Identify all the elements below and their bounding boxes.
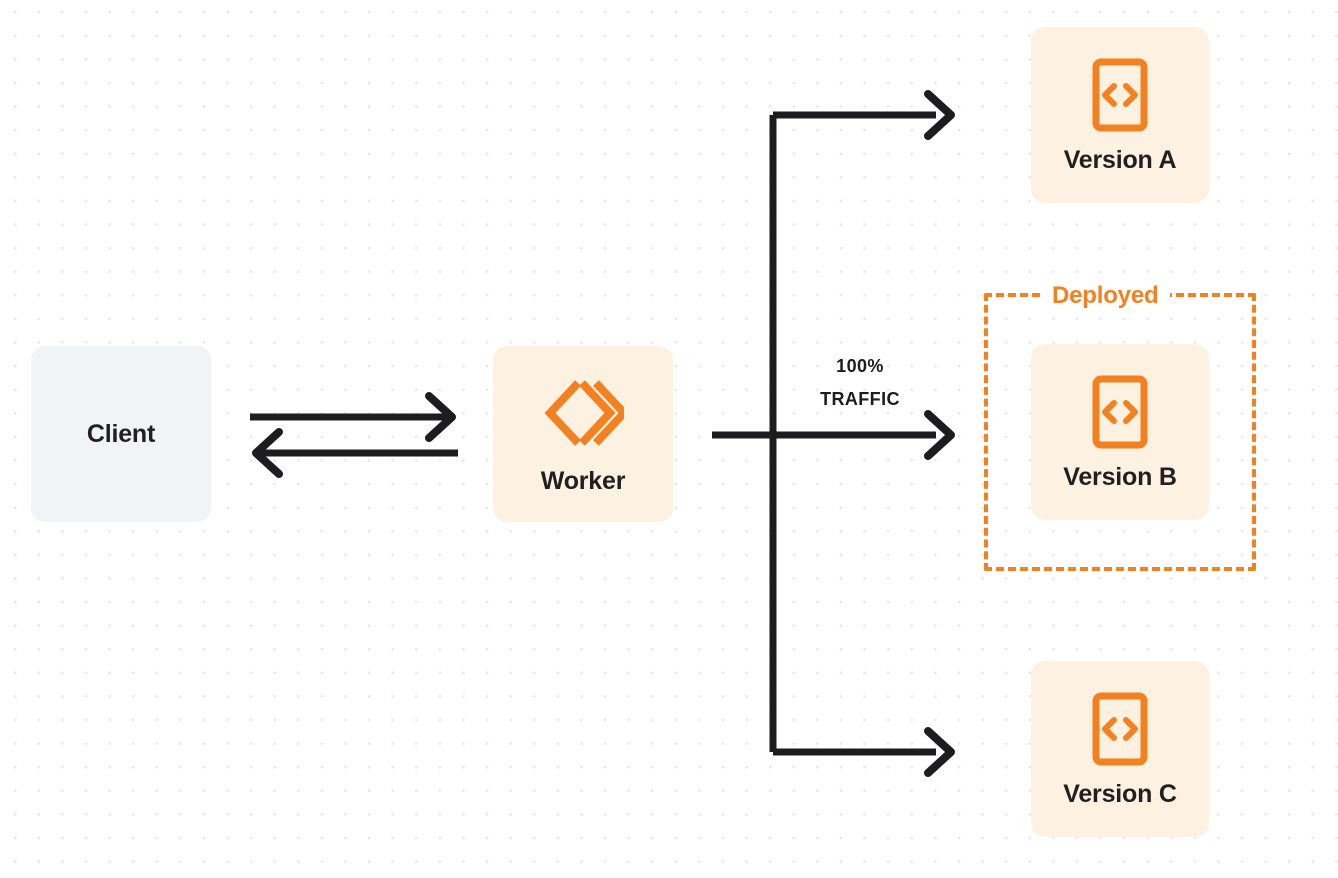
edge-worker-to-version-b	[924, 410, 955, 460]
version-b-label: Version B	[1063, 462, 1177, 491]
code-document-icon	[1092, 375, 1148, 449]
node-version-a[interactable]: Version A	[1031, 27, 1209, 203]
traffic-unit: TRAFFIC	[820, 389, 900, 409]
edge-worker-to-version-a	[773, 90, 955, 140]
traffic-annotation: 100% TRAFFIC	[790, 350, 930, 416]
cloudflare-workers-icon	[542, 375, 624, 451]
traffic-percent: 100%	[836, 356, 884, 376]
code-document-icon	[1092, 692, 1148, 766]
node-version-c[interactable]: Version C	[1031, 661, 1209, 837]
version-c-label: Version C	[1063, 779, 1177, 808]
version-a-label: Version A	[1063, 145, 1177, 174]
worker-label: Worker	[540, 466, 626, 495]
edge-client-to-worker	[250, 392, 456, 442]
client-label: Client	[86, 419, 156, 448]
edge-worker-to-version-c	[773, 727, 955, 777]
edge-worker-trunk	[712, 115, 936, 752]
node-client[interactable]: Client	[31, 346, 211, 522]
node-version-b[interactable]: Version B	[1031, 344, 1209, 520]
deployed-badge: Deployed	[1040, 283, 1171, 309]
node-worker[interactable]: Worker	[493, 346, 673, 522]
edge-worker-to-client	[252, 428, 458, 478]
code-document-icon	[1092, 58, 1148, 132]
